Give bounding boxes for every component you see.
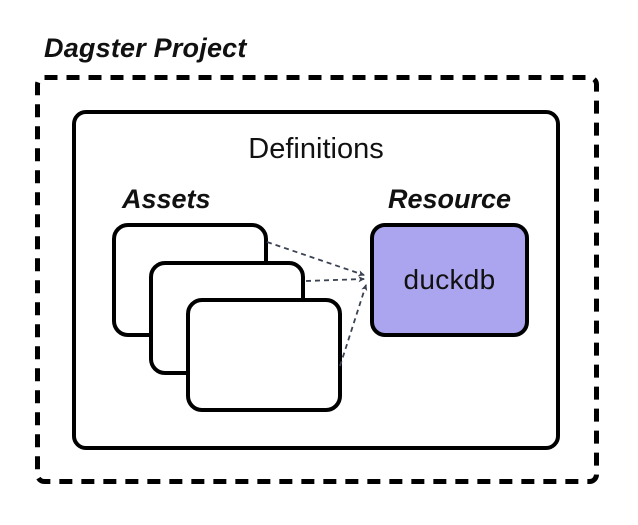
- resource-label: Resource: [388, 184, 512, 214]
- asset-card: [186, 298, 342, 412]
- resource-name: duckdb: [403, 264, 496, 295]
- project-title: Dagster Project: [44, 33, 247, 63]
- definitions-label: Definitions: [248, 133, 384, 165]
- assets-label: Assets: [122, 184, 211, 214]
- resource-box: duckdb: [370, 223, 529, 337]
